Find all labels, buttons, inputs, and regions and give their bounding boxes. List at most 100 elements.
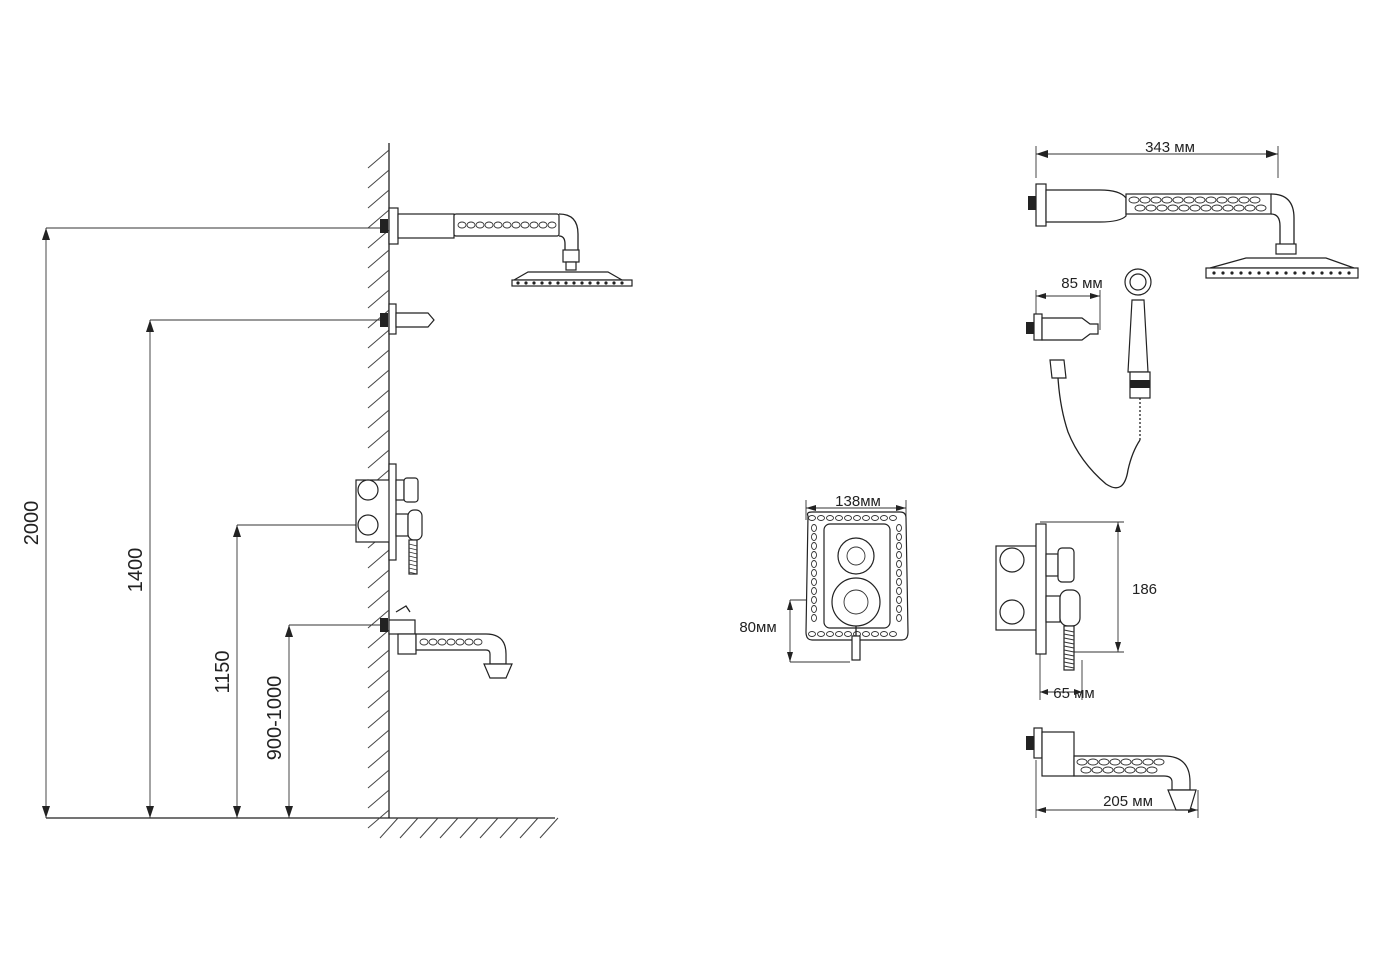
wall-hatch-line — [367, 789, 390, 809]
decor-oval — [1238, 196, 1250, 204]
floor-hatch-line — [459, 817, 479, 839]
decor-oval — [1150, 196, 1162, 204]
decor-oval — [1161, 196, 1173, 204]
mixer-height-dimension: 186 — [1040, 521, 1157, 653]
nozzle-dot — [596, 281, 600, 285]
mixer-profile-drawing — [995, 523, 1081, 671]
plate-ornament — [896, 596, 902, 604]
decor-oval — [511, 221, 521, 229]
dimension-1400: 1400 — [125, 319, 380, 818]
nozzle-dot — [1302, 271, 1306, 275]
spout-dimension: 205 мм — [1035, 760, 1199, 818]
plate-ornament — [808, 515, 816, 521]
decor-oval — [1244, 204, 1256, 212]
decor-oval — [1211, 204, 1223, 212]
decor-oval — [1183, 196, 1195, 204]
plate-ornament — [896, 551, 902, 559]
wall-hatch-line — [367, 329, 390, 349]
nozzle-dot — [1257, 271, 1261, 275]
wall-outlet-dimension: 85 мм — [1035, 275, 1103, 330]
grip-line — [408, 559, 418, 563]
decor-oval — [1135, 766, 1147, 774]
decor-oval — [1167, 204, 1179, 212]
decor-oval — [428, 638, 438, 646]
wall-hatch-line — [367, 429, 390, 449]
nozzle-dot — [532, 281, 536, 285]
plate-ornament — [811, 596, 817, 604]
dim-label-343: 343 мм — [1145, 139, 1195, 156]
plate-ornament — [889, 515, 897, 521]
wall-hatch-line — [367, 409, 390, 429]
grip-line — [1063, 645, 1075, 649]
wall-hatch-line — [367, 209, 390, 229]
wall-hatch-line — [367, 149, 390, 169]
plate-ornament — [811, 614, 817, 622]
shower-arm-drawing — [1028, 183, 1359, 279]
grip-line — [1063, 641, 1075, 645]
decor-oval — [1142, 758, 1154, 766]
plate-ornament — [811, 569, 817, 577]
plate-ornament — [896, 560, 902, 568]
nozzle-dot — [1239, 271, 1243, 275]
decor-oval — [1200, 204, 1212, 212]
grip-line — [1063, 649, 1075, 653]
decor-oval — [1102, 766, 1114, 774]
plate-ornament — [896, 578, 902, 586]
spout-side — [380, 605, 513, 679]
spout-drawing — [1026, 727, 1197, 811]
plate-ornament — [826, 631, 834, 637]
wall-hatch-line — [367, 729, 390, 749]
decor-oval — [473, 638, 483, 646]
decor-oval — [466, 221, 476, 229]
decor-oval — [464, 638, 474, 646]
wall-hatch-line — [367, 569, 390, 589]
plate-ornament — [862, 631, 870, 637]
decor-oval — [1222, 204, 1234, 212]
wall-hatch-line — [367, 629, 390, 649]
wall-outlet-side — [380, 303, 435, 335]
plate-ornament — [871, 631, 879, 637]
nozzle-dot — [556, 281, 560, 285]
floor-hatch-line — [499, 817, 519, 839]
decor-oval — [1080, 766, 1092, 774]
dim-label-205: 205 мм — [1103, 793, 1153, 810]
plate-ornament — [896, 542, 902, 550]
dim-label-900-1000: 900-1000 — [264, 676, 286, 761]
plate-ornament — [896, 569, 902, 577]
wall-section — [46, 143, 559, 839]
decor-oval — [1172, 196, 1184, 204]
nozzle-dot — [1230, 271, 1234, 275]
decor-oval — [1098, 758, 1110, 766]
grip-line — [408, 551, 418, 555]
decor-oval — [538, 221, 548, 229]
dimension-1150: 1150 — [212, 524, 360, 818]
mixer-side — [355, 463, 423, 575]
grip-line — [408, 543, 418, 547]
plate-ornament — [853, 515, 861, 521]
plate-width-dimension: 138мм — [805, 493, 907, 520]
decor-oval — [1146, 766, 1158, 774]
plate-ornament — [808, 631, 816, 637]
nozzle-dot — [1320, 271, 1324, 275]
decor-oval — [419, 638, 429, 646]
wall-hatch-line — [367, 689, 390, 709]
decor-oval — [1227, 196, 1239, 204]
decor-oval — [1087, 758, 1099, 766]
nozzle-dot — [540, 281, 544, 285]
decor-oval — [1249, 196, 1261, 204]
decor-oval — [1194, 196, 1206, 204]
dim-label-138: 138мм — [835, 493, 881, 510]
decor-oval — [1120, 758, 1132, 766]
nozzle-dot — [580, 281, 584, 285]
grip-line — [1063, 657, 1075, 661]
dim-label-65: 65 мм — [1053, 685, 1094, 702]
decor-oval — [1134, 204, 1146, 212]
wall-hatch-line — [367, 649, 390, 669]
decor-oval — [529, 221, 539, 229]
nozzle-dot — [1248, 271, 1252, 275]
decor-oval — [1178, 204, 1190, 212]
decor-oval — [1113, 766, 1125, 774]
decor-oval — [1091, 766, 1103, 774]
plate-ornament — [896, 614, 902, 622]
grip-line — [408, 555, 418, 559]
